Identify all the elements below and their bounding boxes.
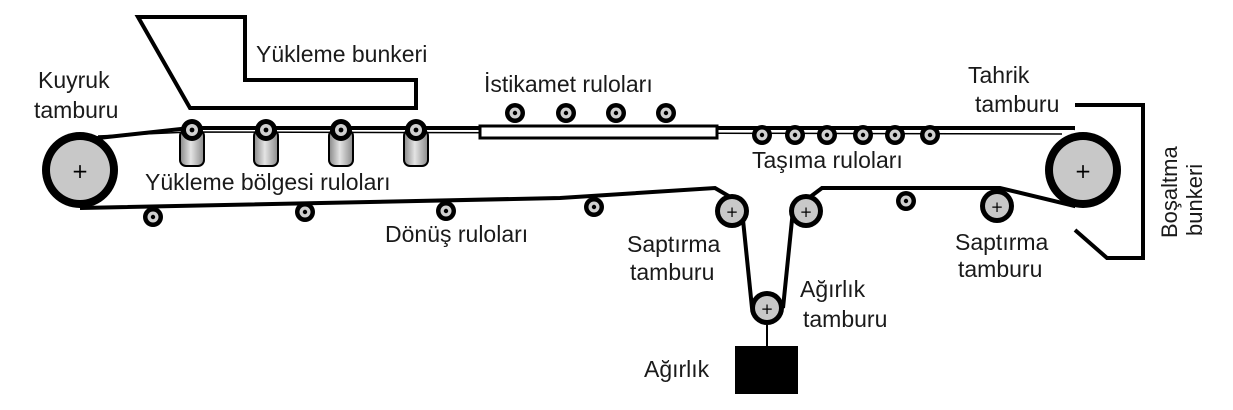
return-idler <box>143 207 163 227</box>
snub-pulley-right-label-line2: tamburu <box>958 256 1042 282</box>
snub-pulley: + <box>980 189 1014 223</box>
svg-text:+: + <box>800 203 813 221</box>
return-idler <box>295 202 315 222</box>
loading-hopper <box>134 15 418 110</box>
tail-pulley-label-line2: tamburu <box>34 97 118 123</box>
tail-pulley: + <box>42 132 118 208</box>
snub-pulley-left-label-line1: Saptırma <box>627 231 721 257</box>
svg-text:+: + <box>726 203 739 221</box>
hopper-label: Yükleme bunkeri <box>256 41 427 67</box>
snub-pulley: + <box>715 194 749 228</box>
direction-idlers-label: İstikamet ruloları <box>484 71 653 97</box>
svg-text:+: + <box>761 300 774 318</box>
svg-text:+: + <box>1075 159 1092 183</box>
direction-idler <box>656 103 676 123</box>
weight-label: Ağırlık <box>644 356 710 382</box>
carrying-idler <box>785 125 805 145</box>
belt-return-left <box>79 185 734 210</box>
direction-idler-frame <box>478 124 719 140</box>
take-up-pulley-label-line1: Ağırlık <box>800 276 866 302</box>
loading-idlers-label: Yükleme bölgesi ruloları <box>145 169 390 195</box>
loading-idler <box>403 119 429 167</box>
carrying-idler <box>752 125 772 145</box>
belt-return-right <box>804 186 1084 210</box>
take-up-loop <box>740 209 795 309</box>
carrying-idler <box>853 125 873 145</box>
snub-pulley-left-label-line2: tamburu <box>630 259 714 285</box>
svg-text:+: + <box>72 159 89 183</box>
drive-pulley-label-line1: Tahrik <box>968 62 1030 88</box>
loading-idler <box>179 119 205 167</box>
carrying-idler <box>920 125 940 145</box>
drive-pulley: + <box>1045 132 1121 208</box>
weight-block <box>735 346 798 394</box>
return-idler <box>584 197 604 217</box>
return-idlers-label: Dönüş ruloları <box>385 221 528 247</box>
discharge-hopper-label-line1: Boşaltma <box>1157 146 1182 238</box>
return-idler <box>436 201 456 221</box>
snub-pulley-right-label-line1: Saptırma <box>955 229 1049 255</box>
discharge-hopper-label-line2: bunkeri <box>1182 164 1207 236</box>
snub-pulley: + <box>789 194 823 228</box>
carrying-idlers-label: Taşıma ruloları <box>752 147 903 173</box>
drive-pulley-label-line2: tamburu <box>975 91 1059 117</box>
direction-idler <box>556 103 576 123</box>
svg-text:+: + <box>991 198 1004 216</box>
direction-idler <box>606 103 626 123</box>
carrying-idler <box>817 125 837 145</box>
take-up-pulley-label-line2: tamburu <box>803 306 887 332</box>
return-idler <box>896 191 916 211</box>
carrying-idler <box>885 125 905 145</box>
take-up-pulley: + <box>750 291 784 325</box>
loading-idler <box>328 119 354 167</box>
direction-idler <box>505 103 525 123</box>
loading-idler <box>253 119 279 167</box>
tail-pulley-label-line1: Kuyruk <box>38 67 110 93</box>
